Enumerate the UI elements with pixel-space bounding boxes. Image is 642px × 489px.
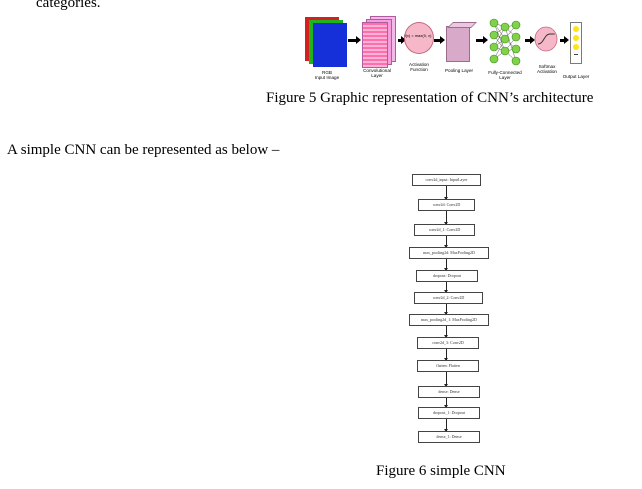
pooling-layer-graphic xyxy=(446,26,470,62)
layer-node: conv2d_2: Conv2D xyxy=(414,292,483,304)
softmax-activation-graphic xyxy=(534,26,558,52)
arrow-icon xyxy=(444,419,448,432)
arrow-icon xyxy=(444,398,448,408)
arrow-icon xyxy=(444,349,448,361)
layer-node: conv2d_1: Conv2D xyxy=(414,224,475,236)
arrow-icon xyxy=(444,372,448,387)
layer-node: dense_1: Dense xyxy=(418,431,480,443)
output-layer-graphic xyxy=(570,22,582,64)
layer-node: flatten: Flatten xyxy=(417,360,479,372)
activation-function-graphic xyxy=(404,22,434,54)
output-layer-label: Output Layer xyxy=(562,74,590,79)
arrow-icon xyxy=(560,36,569,44)
paragraph-fragment: categories. xyxy=(36,0,101,11)
layer-node: conv2d_3: Conv2D xyxy=(417,337,479,349)
layer-node: conv2d_input: InputLayer xyxy=(412,174,481,186)
figure-5-caption: Figure 5 Graphic representation of CNN’s… xyxy=(266,90,594,106)
arrow-icon xyxy=(444,282,448,293)
conv-layer-label: Convolutional Layer xyxy=(363,68,391,78)
softmax-activation-label: Softmax Activation xyxy=(537,64,557,74)
layer-node: conv2d: Conv2D xyxy=(418,199,475,211)
arrow-icon xyxy=(444,304,448,315)
fully-connected-layer-graphic xyxy=(489,18,521,66)
rgb-label: RGB xyxy=(322,70,332,75)
arrow-icon xyxy=(476,36,488,44)
arrow-icon xyxy=(398,36,406,44)
arrow-icon xyxy=(444,259,448,271)
arrow-icon xyxy=(444,236,448,248)
layer-node: dropout: Dropout xyxy=(416,270,478,282)
arrow-icon xyxy=(348,36,361,44)
fully-connected-layer-label: Fully-Connected Layer xyxy=(488,70,522,80)
activation-function-label: Activation Function xyxy=(409,62,429,72)
input-image-blue-channel xyxy=(313,23,347,67)
pooling-layer-label: Pooling Layer xyxy=(444,68,474,73)
arrow-icon xyxy=(525,36,535,44)
layer-node: dense: Dense xyxy=(418,386,480,398)
arrow-icon xyxy=(444,326,448,338)
conv-layer-graphic xyxy=(362,16,396,68)
activation-formula: f(x) = max(0, x) xyxy=(404,33,432,38)
arrow-icon xyxy=(444,211,448,225)
layer-node: max_pooling2d_1: MaxPooling2D xyxy=(409,314,489,326)
figure-6-caption: Figure 6 simple CNN xyxy=(376,463,506,479)
input-image-label: Input Image xyxy=(314,75,340,80)
arrow-icon xyxy=(434,36,445,44)
arrow-icon xyxy=(444,186,448,200)
cnn-architecture-diagram: RGB Input Image Convolutional Layer f(x)… xyxy=(300,14,600,86)
layer-node: dropout_1: Dropout xyxy=(418,407,480,419)
intro-paragraph: A simple CNN can be represented as below… xyxy=(7,142,280,158)
layer-node: max_pooling2d: MaxPooling2D xyxy=(409,247,489,259)
